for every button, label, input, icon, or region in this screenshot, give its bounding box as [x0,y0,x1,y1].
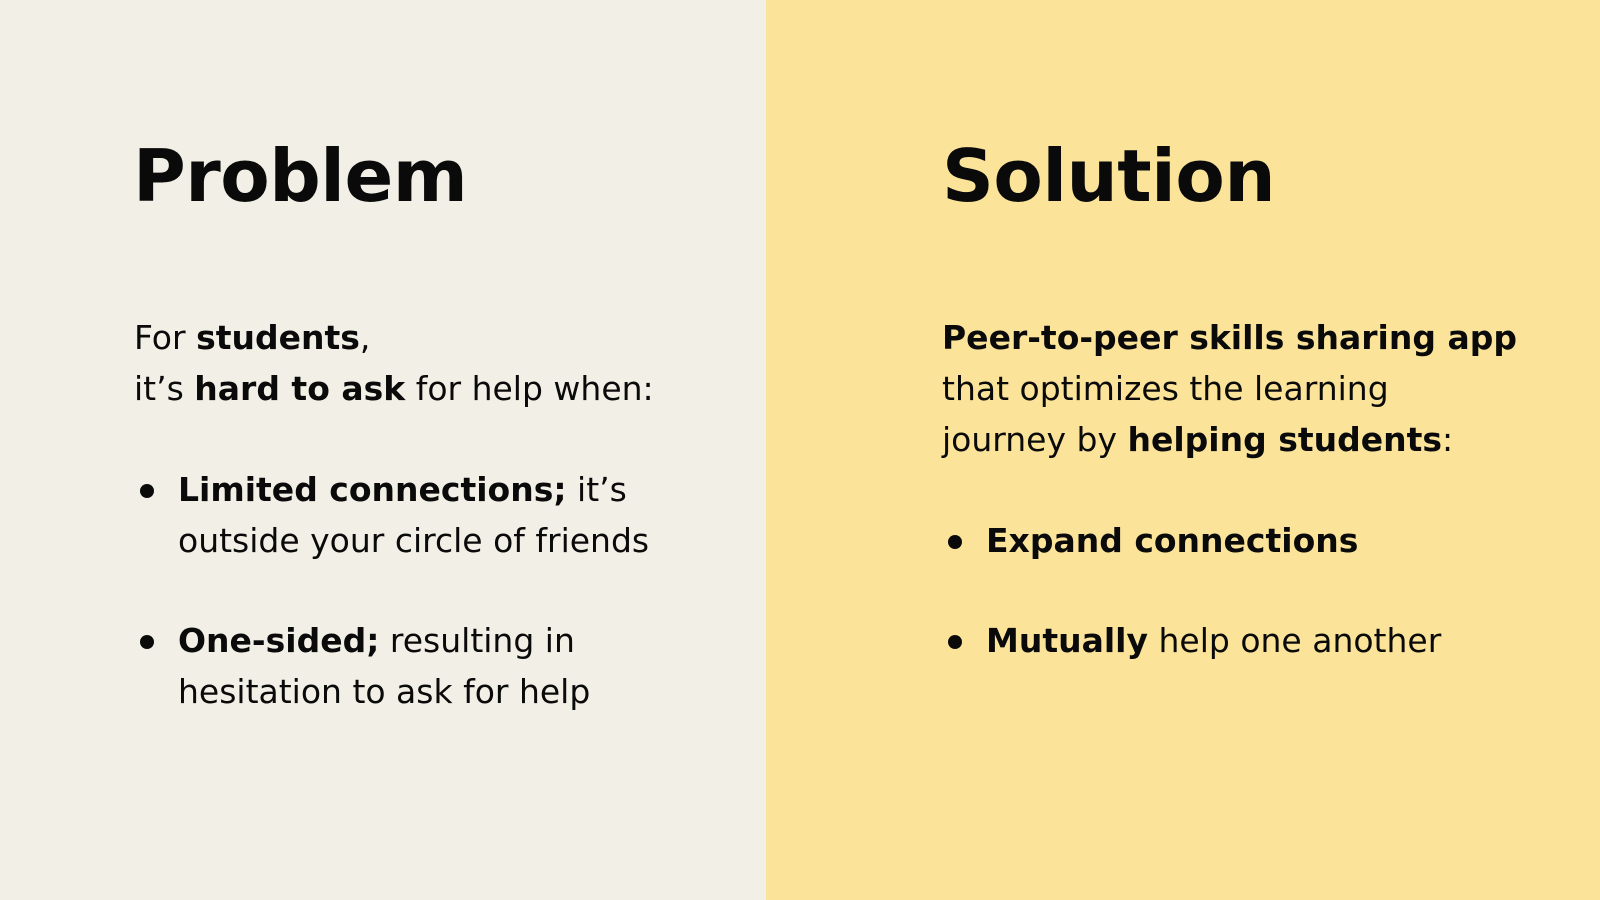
solution-intro-app-name: Peer-to-peer skills sharing app [942,318,1517,357]
problem-bullet-1-line-1: Limited connections; it’s [178,464,744,515]
problem-bullet-limited-connections: Limited connections; it’s outside your c… [134,464,744,566]
problem-bullet-one-sided: One-sided; resulting in hesitation to as… [134,615,744,717]
solution-panel: Solution Peer-to-peer skills sharing app… [766,0,1600,900]
solution-body: Peer-to-peer skills sharing app that opt… [942,312,1562,666]
solution-title: Solution [942,134,1276,218]
problem-intro-line-2: it’s hard to ask for help when: [134,363,744,414]
bullet-dot-icon [140,484,154,498]
problem-intro-line-1: For students, [134,312,744,363]
problem-intro-line-1-post: , [359,318,371,357]
problem-bullet-2-text-1: resulting in [379,621,575,660]
problem-title: Problem [133,134,468,218]
solution-bullet-1-line: Expand connections [986,515,1562,566]
problem-intro: For students, it’s hard to ask for help … [134,312,744,414]
solution-intro: Peer-to-peer skills sharing app that opt… [942,312,1562,465]
problem-bullet-1-bold: Limited connections; [178,470,567,509]
problem-intro-line-2-post: for help when: [405,369,654,408]
problem-bullet-2-line-2: hesitation to ask for help [178,672,591,711]
problem-intro-line-1-pre: For [134,318,197,357]
problem-bullet-1-line-2: outside your circle of friends [178,521,650,560]
solution-bullet-2-line: Mutually help one another [986,615,1562,666]
solution-intro-line-2: that optimizes the learning [942,369,1389,408]
problem-body: For students, it’s hard to ask for help … [134,312,744,717]
solution-bullet-list: Expand connections Mutually help one ano… [942,515,1562,666]
solution-intro-line-3: journey by helping students: [942,414,1562,465]
solution-intro-line-1: Peer-to-peer skills sharing app [942,312,1562,363]
solution-bullet-mutually: Mutually help one another [942,615,1562,666]
solution-bullet-2-text: help one another [1148,621,1442,660]
solution-intro-helping-students: helping students [1127,420,1443,459]
problem-bullet-list: Limited connections; it’s outside your c… [134,464,744,717]
bullet-dot-icon [948,535,962,549]
solution-bullet-expand-connections: Expand connections [942,515,1562,566]
solution-bullet-2-bold: Mutually [986,621,1149,660]
problem-intro-students: students [196,318,360,357]
bullet-dot-icon [140,635,154,649]
solution-intro-line-3-post: : [1442,420,1454,459]
problem-intro-line-2-pre: it’s [134,369,195,408]
solution-intro-line-3-pre: journey by [942,420,1128,459]
problem-panel: Problem For students, it’s hard to ask f… [0,0,766,900]
problem-bullet-2-line-1: One-sided; resulting in [178,615,744,666]
solution-bullet-1-bold: Expand connections [986,521,1359,560]
bullet-dot-icon [948,635,962,649]
problem-bullet-2-bold: One-sided; [178,621,380,660]
problem-intro-hard-to-ask: hard to ask [194,369,406,408]
problem-bullet-1-text-1: it’s [566,470,627,509]
